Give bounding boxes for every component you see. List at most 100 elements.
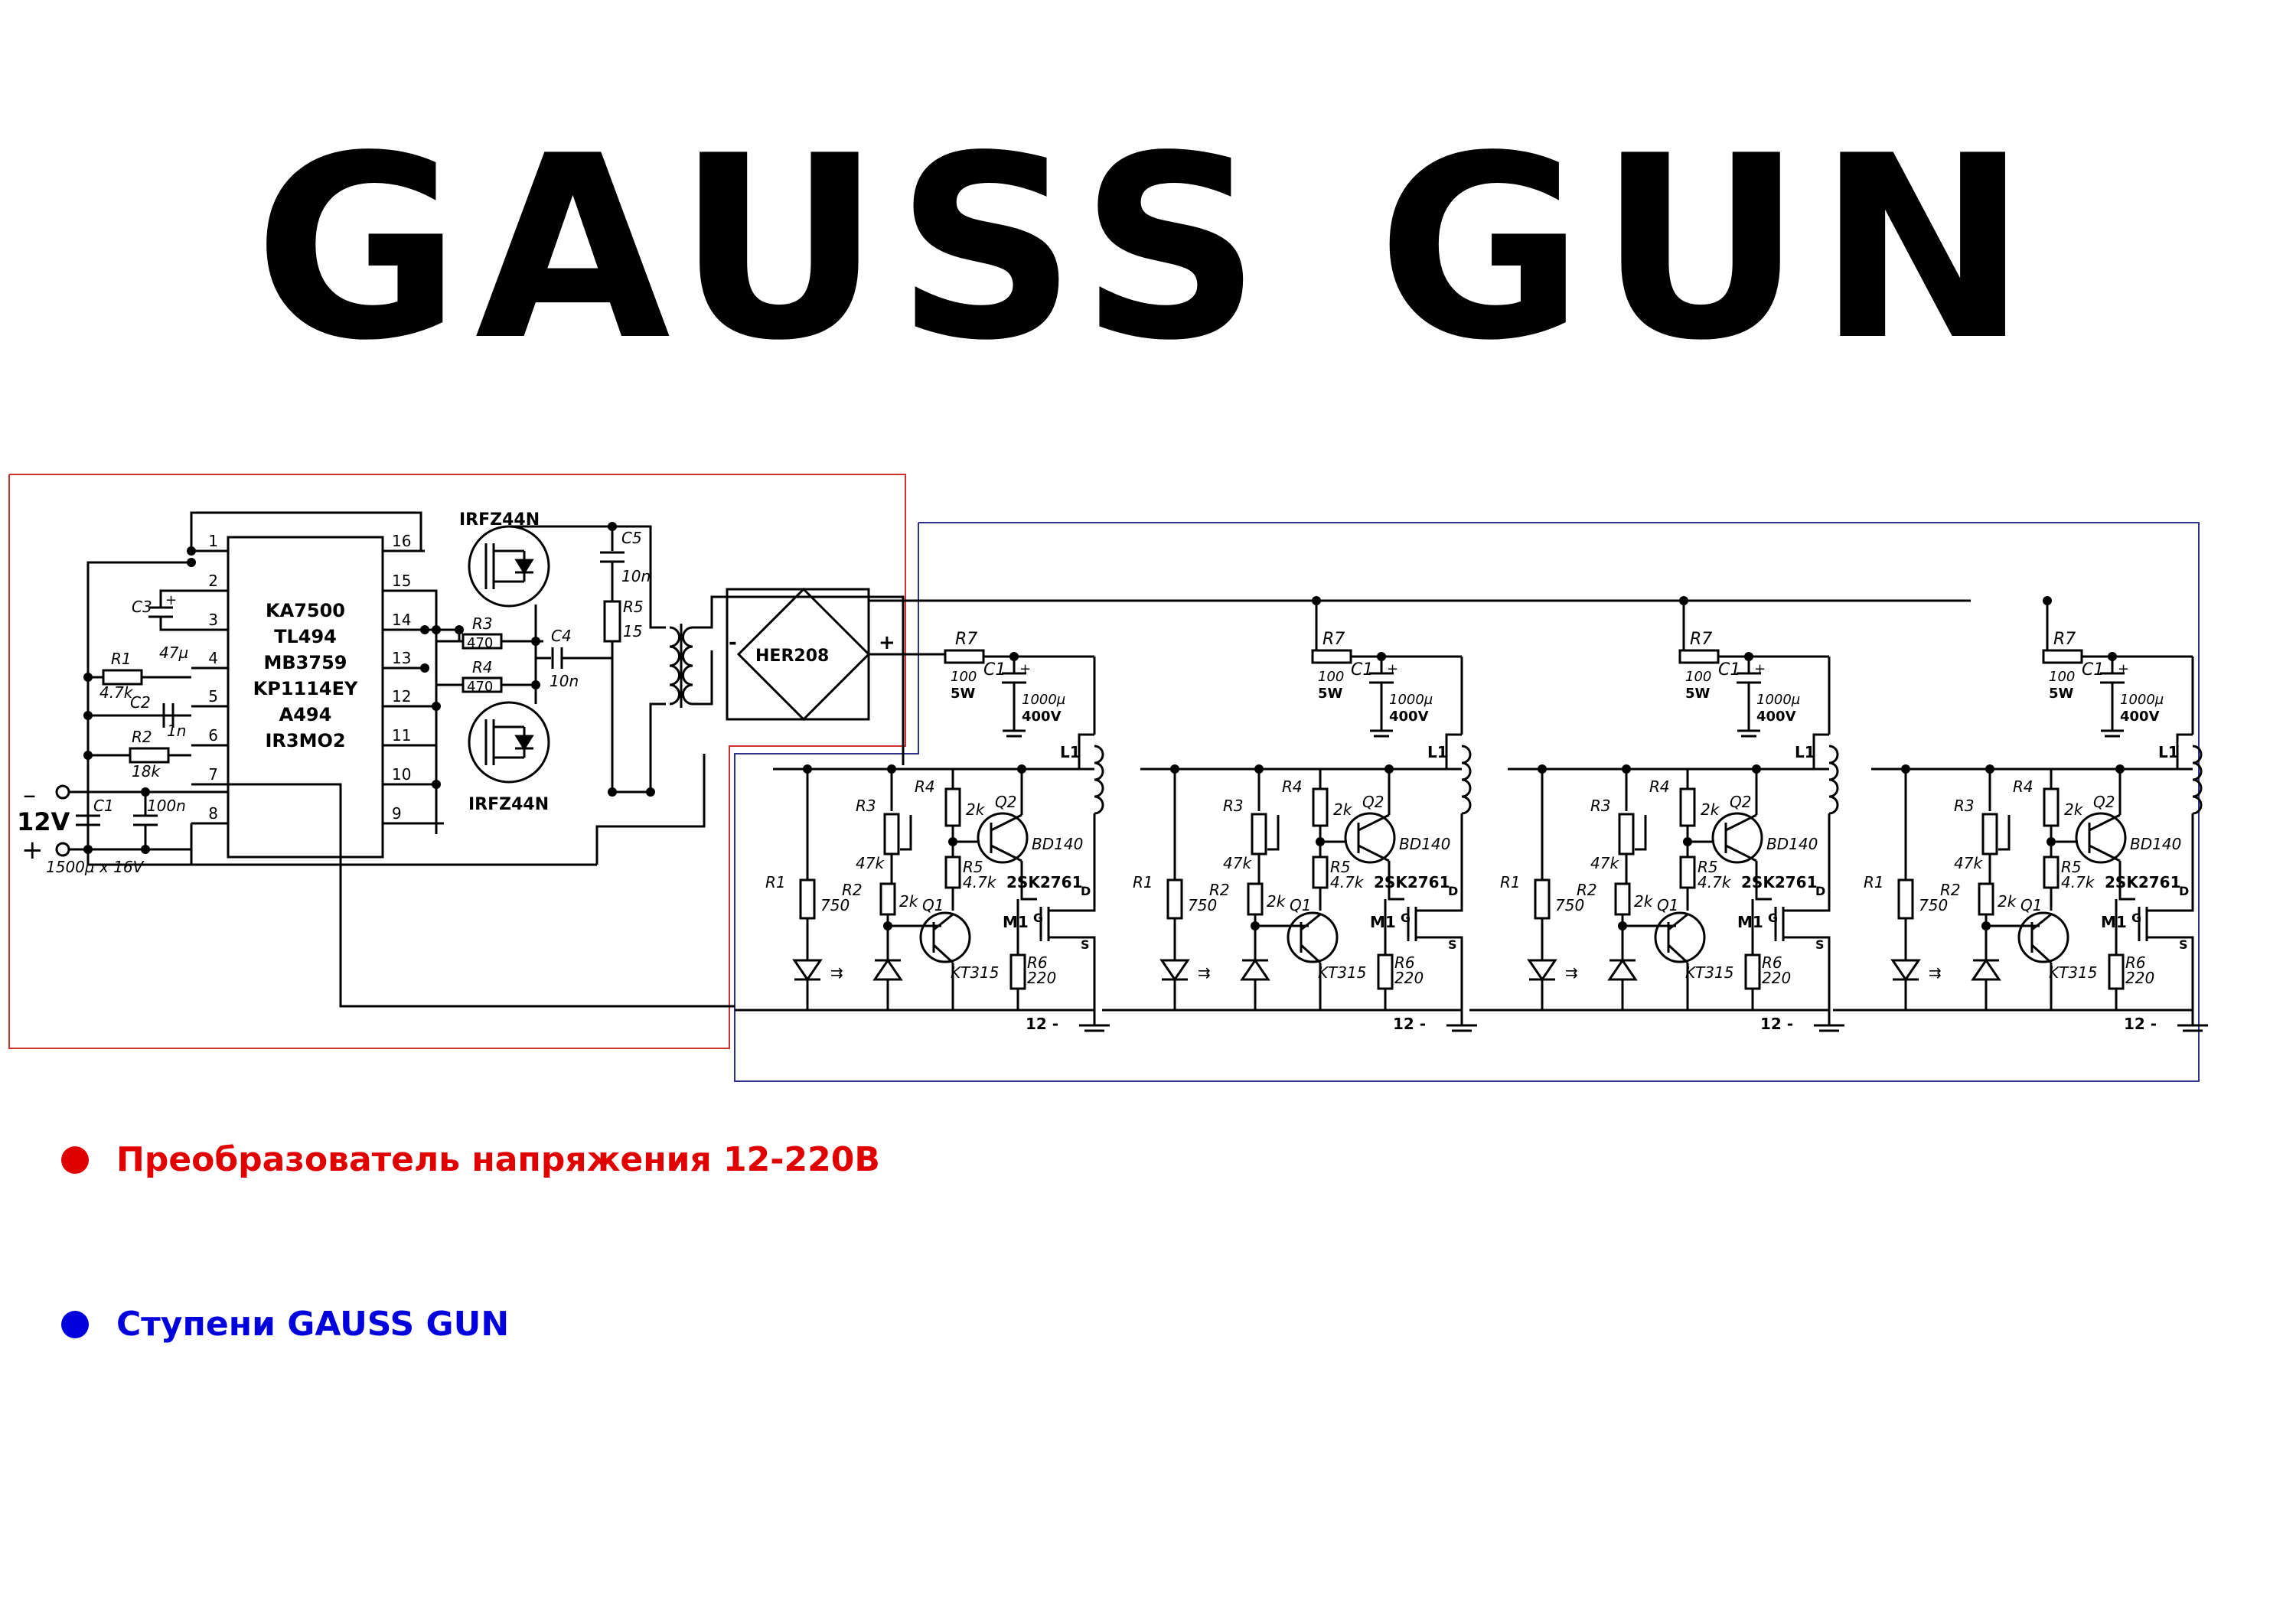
r3-value: 47k: [1223, 854, 1252, 872]
r2-label: R2: [1577, 881, 1597, 899]
r6-value: 220: [2125, 969, 2154, 987]
m1-label: M1: [1370, 913, 1396, 931]
ic-pin-number: 14: [392, 611, 411, 629]
page-title: GAUSS GUN: [253, 102, 2043, 396]
r2-value: 2k: [1634, 892, 1654, 911]
wire: [693, 650, 713, 706]
ic-pin-number: 2: [208, 572, 218, 590]
mosfet-top-label: IRFZ44N: [459, 510, 540, 530]
gauss-stage: [1102, 596, 1477, 1032]
m1-label: M1: [1003, 913, 1029, 931]
wire: [1755, 861, 1772, 901]
junction-dot: [646, 787, 655, 797]
bridge-frame: [726, 588, 870, 721]
transistor-emitter: [1300, 943, 1322, 964]
r6-value: 220: [1027, 969, 1056, 987]
wire: [1388, 861, 1404, 901]
stage-labels: R71005WC11000µ400V+L1R1750⇉R347kR22kR42k…: [1864, 630, 2189, 1033]
r7-power: 5W: [1685, 686, 1711, 702]
wire: [1998, 815, 2011, 851]
r1-value: 4.7k: [99, 683, 134, 702]
r1-label: R1: [1500, 873, 1521, 891]
r5-label: R5: [1330, 858, 1351, 876]
wire: [1049, 936, 1096, 1010]
resistor: [461, 633, 503, 650]
c1-label: C1: [1351, 660, 1373, 680]
resistor: [1312, 787, 1329, 827]
wire: [2118, 861, 2135, 901]
ground-label: 12 -: [1760, 1015, 1793, 1033]
transformer-winding: [669, 645, 680, 667]
light-arrows-icon: ⇉: [830, 963, 843, 982]
ground-label: 12 -: [1393, 1015, 1426, 1033]
transistor-emitter: [932, 943, 954, 964]
coil-turn: [1094, 745, 1104, 764]
transistor-collector: [990, 844, 1022, 862]
legend-converter: Преобразователь напряжения 12-220В: [61, 1140, 880, 1179]
ic-pin-number: 4: [208, 649, 218, 667]
r6-label: R6: [1762, 953, 1782, 972]
coil-turn: [2192, 795, 2203, 815]
r5-label: R5: [2061, 858, 2082, 876]
resistor: [1614, 882, 1631, 916]
light-arrows-icon: ⇉: [1565, 963, 1578, 982]
junction-dot: [883, 921, 892, 930]
resistor: [1897, 878, 1914, 920]
mosfet-part: 2SK2761: [2105, 873, 2180, 891]
plus-sign: +: [21, 835, 44, 865]
coil-turn: [2192, 745, 2203, 764]
q2-label: Q2: [1362, 793, 1384, 811]
mosfet-part: 2SK2761: [1741, 873, 1817, 891]
r4-label: R4: [2013, 777, 2033, 796]
resistor: [883, 813, 900, 855]
junction-dot: [187, 558, 196, 567]
resistor: [1978, 882, 1994, 916]
light-arrows-icon: ⇉: [1198, 963, 1211, 982]
mosfet-bottom-label: IRFZ44N: [468, 795, 549, 814]
r7-value: 100: [1318, 669, 1344, 685]
c1-value: 1000µ: [2120, 692, 2164, 708]
wire: [1416, 936, 1463, 1010]
r4-label: R4: [1282, 777, 1303, 796]
q1-part: KT315: [1685, 963, 1734, 982]
r5-label: R5: [1698, 858, 1718, 876]
c4-label: C4: [551, 627, 572, 645]
mosfet-diode: [514, 559, 534, 575]
q2-label: Q2: [2093, 793, 2115, 811]
l1-label: L1: [1795, 743, 1815, 761]
r1-label: R1: [1133, 873, 1153, 891]
junction-dot: [1009, 652, 1019, 661]
r1-label: R1: [765, 873, 786, 891]
bridge-minus: -: [729, 631, 737, 654]
wire: [86, 561, 191, 865]
legend-stages: Ступени GAUSS GUN: [61, 1305, 509, 1344]
r7-label: R7: [955, 630, 977, 649]
resistor: [799, 878, 816, 920]
ic-pin-number: 5: [208, 687, 218, 706]
ic-pin-number: 8: [208, 804, 218, 823]
resistor: [129, 747, 170, 764]
r4-label: R4: [472, 658, 493, 676]
transistor-q2: [2075, 812, 2127, 864]
transistor-collector: [2031, 913, 2052, 931]
transformer-winding: [669, 683, 680, 706]
wire: [595, 754, 706, 865]
r5-value: 4.7k: [1698, 873, 1732, 891]
resistor: [1312, 855, 1329, 889]
blue-dot-icon: [61, 1310, 89, 1338]
coil-turn: [1094, 778, 1104, 798]
wire: [1020, 861, 1037, 901]
q2-part: BD140: [2130, 835, 2181, 853]
junction-dot: [455, 625, 464, 634]
wire: [190, 511, 422, 551]
gauss-stage: [1833, 596, 2208, 1032]
r4-value: 2k: [1333, 800, 1353, 819]
q1-part: KT315: [2049, 963, 2098, 982]
junction-dot: [420, 663, 429, 673]
pin-g: G: [1401, 911, 1411, 925]
r3-value: 470: [467, 635, 493, 651]
r1-value: 750: [1919, 896, 1948, 914]
c100n-value: 100n: [147, 797, 186, 815]
bridge-label: HER208: [755, 647, 829, 666]
